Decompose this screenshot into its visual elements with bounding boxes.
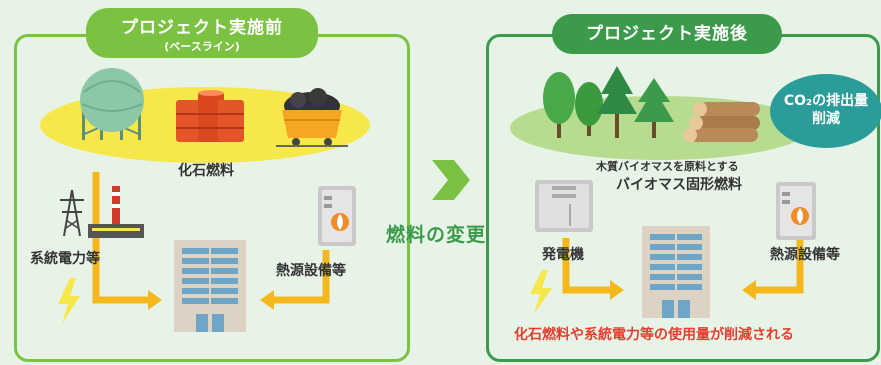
boiler-icon (318, 186, 356, 246)
fossil-fuel-label: 化石燃料 (178, 163, 234, 179)
generator-label: 発電機 (542, 247, 584, 263)
before-subtitle: (ベースライン) (164, 40, 240, 53)
after-title-pill: プロジェクト実施後 (552, 14, 782, 54)
trees-icon (543, 66, 674, 138)
power-plant-icon (88, 186, 144, 238)
lightning-icon (58, 278, 80, 324)
oil-drum-icon (176, 90, 244, 142)
after-title: プロジェクト実施後 (586, 24, 748, 44)
co2-line2: 削減 (812, 111, 840, 127)
before-title-pill: プロジェクト実施前 (ベースライン) (86, 8, 318, 58)
gas-tank-icon (80, 68, 144, 140)
reduction-note: 化石燃料や系統電力等の使用量が削減される (514, 327, 794, 343)
logs-icon (683, 102, 760, 142)
grid-power-label: 系統電力等 (30, 251, 100, 267)
heat-source-arrow-right (742, 240, 804, 300)
generator-icon (535, 180, 593, 232)
lightning-icon-right (530, 270, 552, 314)
co2-reduction-badge: CO₂の排出量 削減 (770, 74, 881, 148)
biomass-label-line1: 木質バイオマスを原料とする (596, 160, 739, 173)
before-title: プロジェクト実施前 (121, 18, 283, 38)
power-tower-icon (60, 189, 84, 237)
boiler-icon-right (776, 182, 816, 240)
heat-source-arrow (260, 250, 330, 310)
fuel-change-label: 燃料の変更 (386, 224, 487, 246)
co2-line1: CO₂の排出量 (783, 93, 869, 109)
transition-arrow (432, 160, 470, 200)
building-icon (174, 240, 246, 332)
building-icon-right (642, 226, 710, 318)
biomass-label-line2: バイオマス固形燃料 (616, 177, 742, 193)
generator-arrow (562, 238, 624, 300)
coal-cart-icon (276, 88, 348, 147)
grid-power-arrow (92, 172, 162, 310)
heat-source-label: 熱源設備等 (276, 263, 346, 279)
heat-source-label-right: 熱源設備等 (770, 247, 840, 263)
